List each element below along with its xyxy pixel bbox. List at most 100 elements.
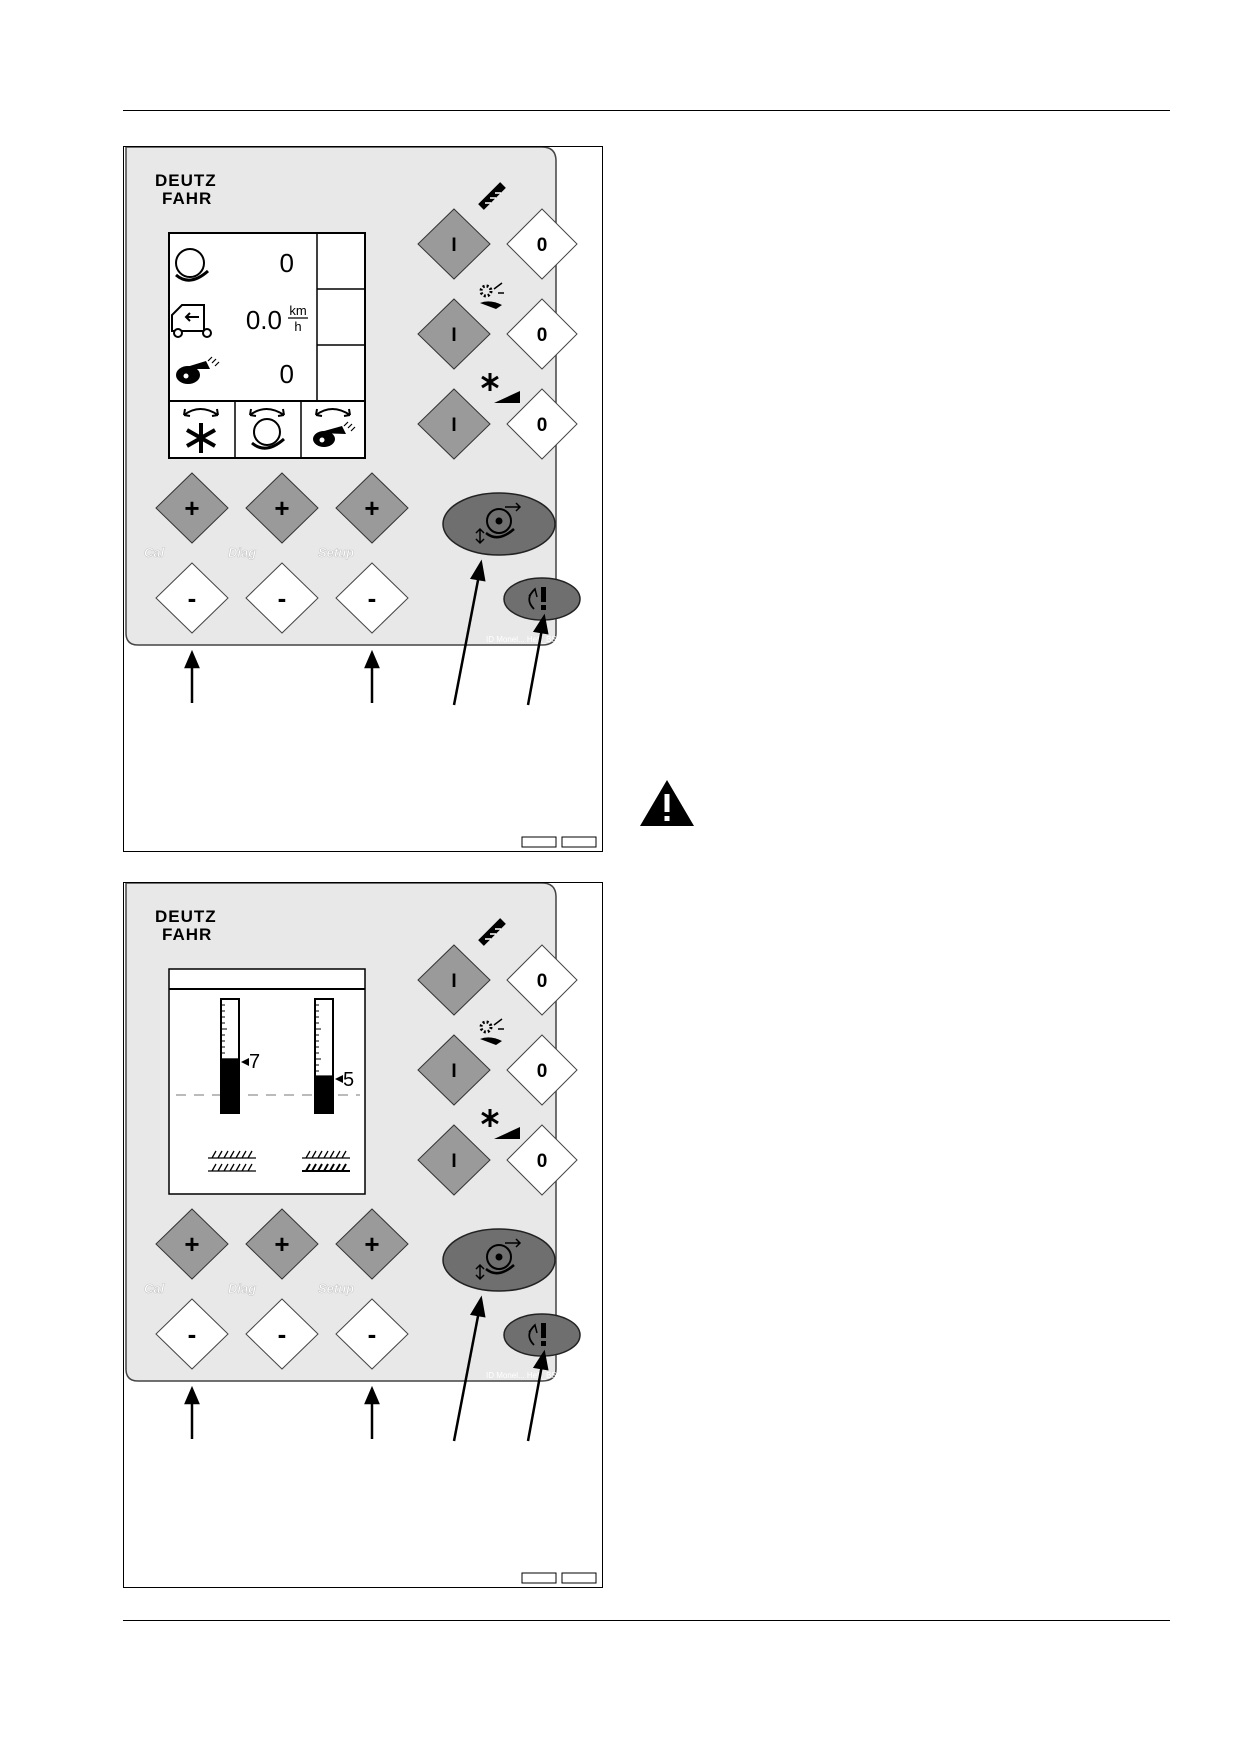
right-gauge-value: 5 <box>343 1069 354 1091</box>
setup-minus-key[interactable]: - <box>335 562 409 634</box>
pickup-icon <box>478 182 506 210</box>
svg-text:I: I <box>451 415 456 436</box>
diag-minus-key[interactable]: - <box>245 562 319 634</box>
knives-off-key[interactable]: 0 <box>506 388 578 460</box>
cal-minus-key[interactable]: - <box>155 562 229 634</box>
left-pressure-gauge: 7 <box>220 998 260 1114</box>
knives-on-key[interactable]: I <box>417 1124 491 1196</box>
figure-terminal-main-screen: DEUTZ FAHR 0 0.0 km h <box>123 146 603 852</box>
right-pressure-gauge: 5 <box>314 998 354 1114</box>
callout-arrows <box>184 1295 549 1442</box>
panel-footnote: ID Monel... Heft_BS <box>486 1371 557 1380</box>
knife-reset-icon <box>183 408 219 453</box>
svg-text:-: - <box>188 1319 197 1349</box>
pickup-on-key[interactable]: I <box>417 944 491 1016</box>
setup-plus-key[interactable]: + <box>335 1208 409 1280</box>
svg-text:+: + <box>364 493 379 523</box>
brand-deutz: DEUTZ <box>155 907 217 926</box>
setup-label: Setup <box>318 545 354 560</box>
diag-label: Diag <box>228 1281 256 1296</box>
svg-text:I: I <box>451 971 456 992</box>
callout-arrows <box>184 559 549 706</box>
bale-count-value: 0 <box>280 248 294 278</box>
svg-text:-: - <box>278 583 287 613</box>
pickup-off-key[interactable]: 0 <box>506 944 578 1016</box>
rotor-on-key[interactable]: I <box>417 298 491 370</box>
automatic-mode-key[interactable] <box>442 1228 556 1292</box>
diag-minus-key[interactable]: - <box>245 1298 319 1370</box>
rotor-off-key[interactable]: 0 <box>506 298 578 370</box>
lcd-display: 0 0.0 km h 0 <box>168 232 366 459</box>
svg-text:I: I <box>451 1061 456 1082</box>
right-belt-symbol <box>302 1150 350 1172</box>
svg-text:+: + <box>274 493 289 523</box>
diag-plus-key[interactable]: + <box>245 472 319 544</box>
alarm-acknowledge-icon <box>528 1323 546 1346</box>
brand-fahr: FAHR <box>162 925 212 944</box>
net-wrap-value: 0 <box>280 359 294 389</box>
net-wrap-reset-icon <box>313 408 356 447</box>
rotor-off-key[interactable]: 0 <box>506 1034 578 1106</box>
cal-plus-key[interactable]: + <box>155 1208 229 1280</box>
knives-icon <box>481 1109 520 1139</box>
baler-speed-icon <box>171 304 212 338</box>
svg-text:0: 0 <box>537 415 548 436</box>
speed-unit-km: km <box>289 303 306 318</box>
pickup-off-key[interactable]: 0 <box>506 208 578 280</box>
reference-box <box>521 836 557 848</box>
automatic-mode-icon <box>475 502 522 545</box>
lcd-display: 7 5 <box>168 968 366 1195</box>
acknowledge-alarm-key[interactable] <box>503 577 581 621</box>
svg-text:-: - <box>188 583 197 613</box>
svg-text:+: + <box>274 1229 289 1259</box>
pickup-icon <box>478 918 506 946</box>
svg-text:I: I <box>451 325 456 346</box>
svg-text:0: 0 <box>537 1061 548 1082</box>
svg-text:I: I <box>451 1151 456 1172</box>
speed-unit-h: h <box>294 319 301 334</box>
rotor-icon <box>479 1018 504 1045</box>
left-belt-symbol <box>208 1150 256 1172</box>
footer-rule <box>123 1620 1170 1621</box>
brand-deutz: DEUTZ <box>155 171 217 190</box>
svg-text:+: + <box>184 1229 199 1259</box>
reference-box <box>521 1572 557 1584</box>
reference-box <box>561 836 597 848</box>
net-wrap-icon <box>176 356 220 384</box>
svg-text:-: - <box>278 1319 287 1349</box>
automatic-mode-key[interactable] <box>442 492 556 556</box>
diag-label: Diag <box>228 545 256 560</box>
setup-plus-key[interactable]: + <box>335 472 409 544</box>
header-rule <box>123 110 1170 111</box>
reference-box <box>561 1572 597 1584</box>
figure-terminal-pressure-screen: DEUTZ FAHR 7 5 <box>123 882 603 1588</box>
pickup-on-key[interactable]: I <box>417 208 491 280</box>
acknowledge-alarm-key[interactable] <box>503 1313 581 1357</box>
knives-on-key[interactable]: I <box>417 388 491 460</box>
diag-plus-key[interactable]: + <box>245 1208 319 1280</box>
cal-label: Cal <box>144 1281 165 1296</box>
speed-value: 0.0 <box>246 305 282 335</box>
svg-text:-: - <box>368 1319 377 1349</box>
panel-footnote: ID Monel... Heft_BS <box>486 635 557 644</box>
brand-fahr: FAHR <box>162 189 212 208</box>
cal-plus-key[interactable]: + <box>155 472 229 544</box>
bale-chamber-reset-icon <box>249 408 285 450</box>
warning-icon <box>638 778 696 833</box>
left-gauge-value: 7 <box>249 1051 260 1073</box>
rotor-on-key[interactable]: I <box>417 1034 491 1106</box>
svg-text:I: I <box>451 235 456 256</box>
rotor-icon <box>479 282 504 309</box>
svg-text:0: 0 <box>537 235 548 256</box>
setup-label: Setup <box>318 1281 354 1296</box>
svg-text:+: + <box>364 1229 379 1259</box>
setup-minus-key[interactable]: - <box>335 1298 409 1370</box>
svg-text:0: 0 <box>537 325 548 346</box>
svg-text:-: - <box>368 583 377 613</box>
bale-chamber-icon <box>175 248 209 282</box>
cal-label: Cal <box>144 545 165 560</box>
svg-text:+: + <box>184 493 199 523</box>
cal-minus-key[interactable]: - <box>155 1298 229 1370</box>
automatic-mode-icon <box>475 1238 522 1281</box>
knives-off-key[interactable]: 0 <box>506 1124 578 1196</box>
